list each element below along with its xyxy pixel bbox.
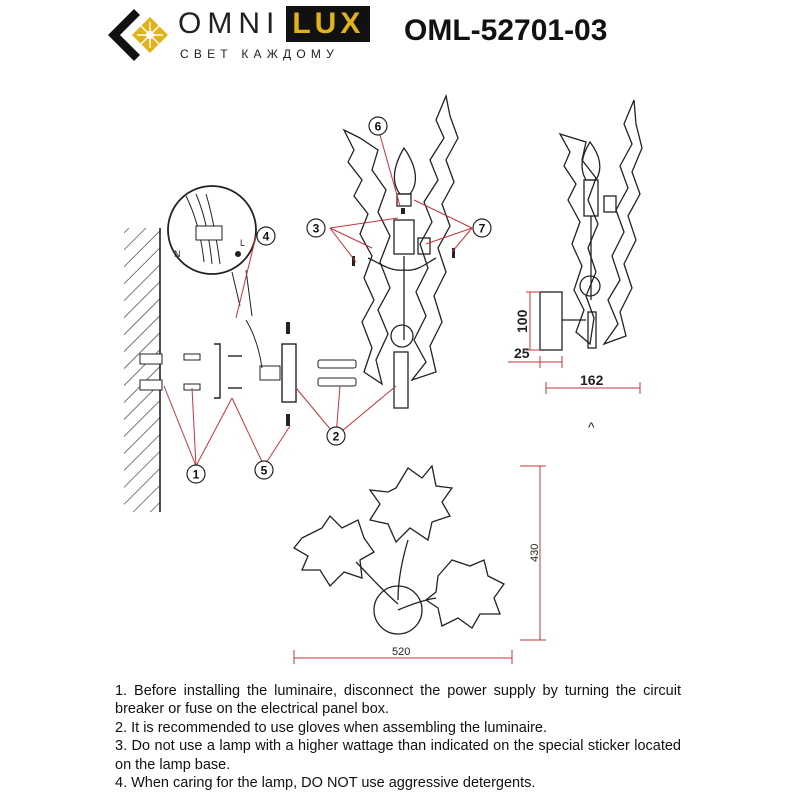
dim-side-height: 100 <box>514 309 530 333</box>
callout-6: 6 <box>368 116 388 136</box>
mounting-bracket <box>214 343 242 399</box>
instruction-2: 2. It is recommended to use gloves when … <box>115 719 547 736</box>
callout-1-label: 1 <box>193 468 200 482</box>
top-dimensions <box>293 465 546 664</box>
callout-3: 3 <box>306 218 326 238</box>
wiring-detail <box>167 185 257 317</box>
safety-instructions: 1. Before installing the luminaire, disc… <box>115 682 681 792</box>
lamp-exploded-view <box>342 93 459 409</box>
dim-side-width: 162 <box>580 372 604 388</box>
side-dimensions <box>508 291 641 394</box>
instruction-4: 4. When caring for the lamp, DO NOT use … <box>115 775 536 792</box>
callout-3-label: 3 <box>313 222 320 236</box>
callout-7-label: 7 <box>479 222 486 236</box>
brand-tagline: СВЕТ КАЖДОМУ <box>180 47 339 61</box>
wiring-label-n: N <box>174 249 181 259</box>
dim-side-depth: 25 <box>514 345 530 361</box>
lamp-top-view <box>293 464 505 635</box>
connectors <box>317 359 357 387</box>
callout-2: 2 <box>326 426 346 446</box>
callout-2-label: 2 <box>333 430 340 444</box>
hint-caret: ^ <box>588 419 595 435</box>
callout-leaders <box>163 127 473 467</box>
callout-7: 7 <box>472 218 492 238</box>
brand-name: OMNI LUX <box>178 6 371 42</box>
callout-4-label: 4 <box>263 230 270 244</box>
brand-name-lux: LUX <box>286 6 371 42</box>
canopy-plate <box>281 343 297 403</box>
callout-5: 5 <box>254 460 274 480</box>
dim-top-width: 520 <box>392 646 410 658</box>
lamp-screws <box>352 208 455 266</box>
wiring-label-l: L <box>240 238 245 248</box>
lamp-side-view <box>539 99 643 351</box>
brand-logo-icon <box>108 9 168 61</box>
dowels <box>183 353 201 391</box>
model-code: OML-52701-03 <box>404 14 608 47</box>
terminal-block <box>245 319 281 381</box>
dim-top-height: 430 <box>529 544 541 562</box>
callout-6-label: 6 <box>375 120 382 134</box>
instruction-3: 3. Do not use a lamp with a higher watta… <box>115 738 681 773</box>
wall <box>124 228 163 512</box>
callout-5-label: 5 <box>261 464 268 478</box>
callout-1: 1 <box>186 464 206 484</box>
screws <box>286 322 290 426</box>
instruction-1: 1. Before installing the luminaire, disc… <box>115 683 681 718</box>
callout-4: 4 <box>256 226 276 246</box>
brand-name-omni: OMNI <box>178 7 281 40</box>
